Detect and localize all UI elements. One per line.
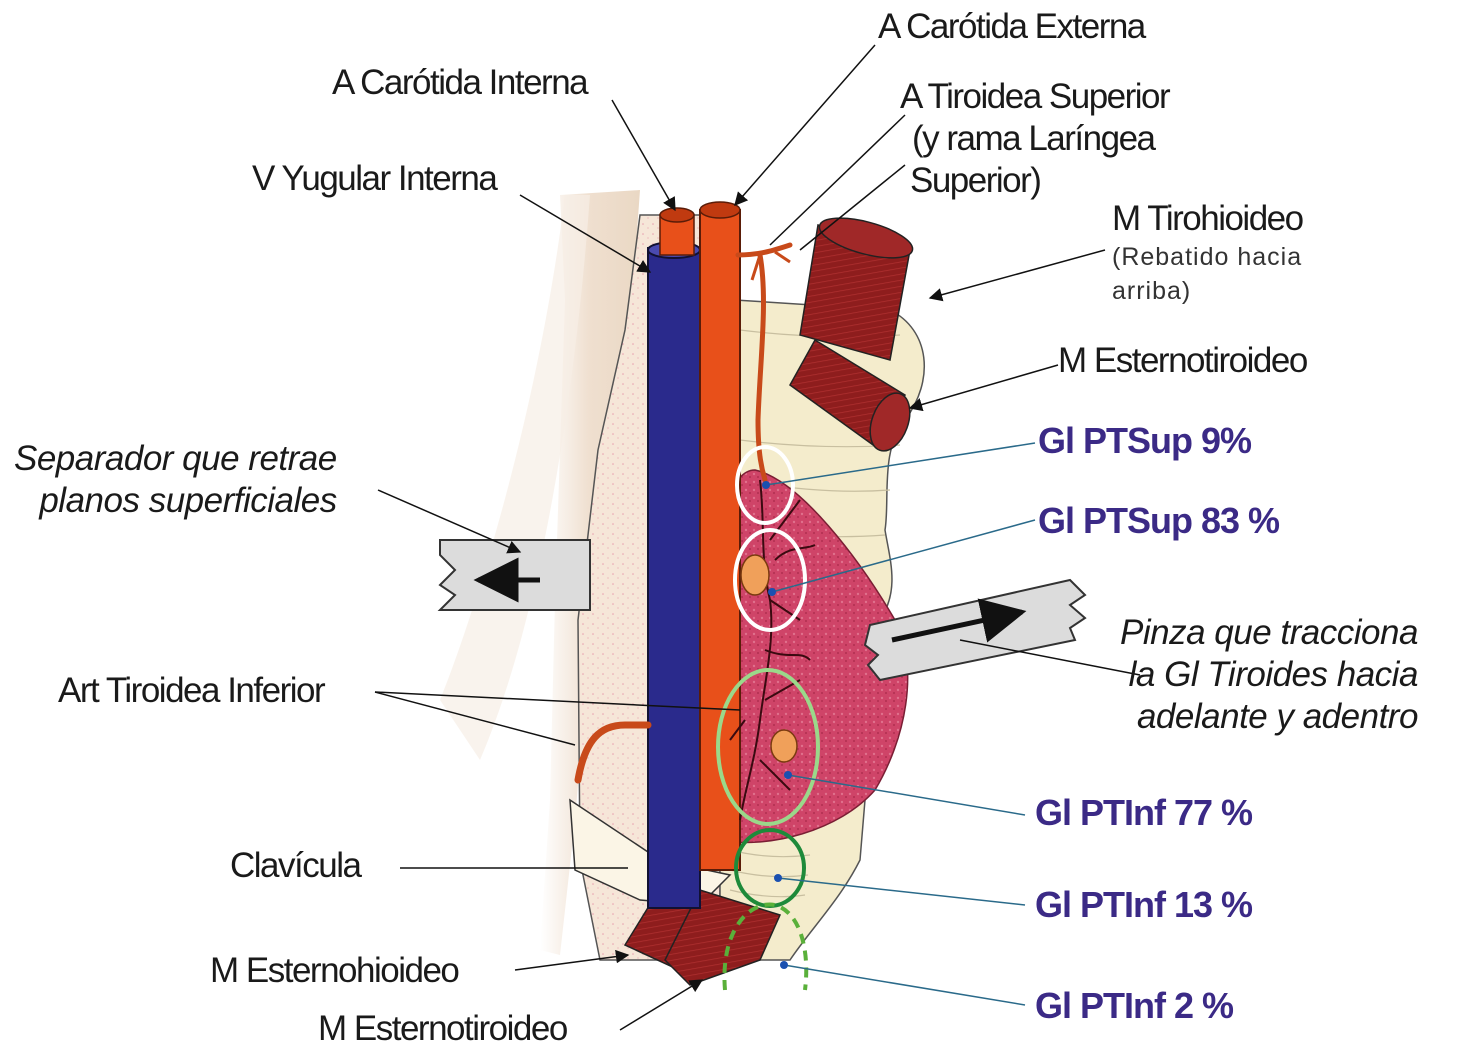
label-separador-line1: Separador que retrae: [14, 438, 337, 480]
label-tiroidea-superior: A Tiroidea Superior (y rama Laríngea Sup…: [900, 76, 1169, 202]
label-pinza: Pinza que tracciona la Gl Tiroides hacia…: [1120, 612, 1418, 738]
label-esternotiroideo-lower: M Esternotiroideo: [318, 1008, 567, 1050]
label-tirohioideo-note: (Rebatido hacia arriba): [1112, 241, 1302, 309]
internal-carotid-opening: [660, 208, 694, 222]
label-pinza-line2: la Gl Tiroides hacia: [1120, 654, 1418, 696]
label-tirohioideo-note-line2: arriba): [1112, 275, 1302, 309]
label-tiroidea-superior-line2: (y rama Laríngea: [912, 118, 1169, 160]
jugular-vein: [648, 248, 700, 908]
label-tiroidea-superior-line1: A Tiroidea Superior: [900, 76, 1169, 118]
label-carotida-interna: A Carótida Interna: [332, 62, 587, 104]
label-pinza-line1: Pinza que tracciona: [1120, 612, 1418, 654]
label-esternohioideo: M Esternohioideo: [210, 950, 458, 992]
gland-label-ptsup-83: Gl PTSup 83 %: [1038, 500, 1279, 542]
label-esternotiroideo-upper: M Esternotiroideo: [1058, 340, 1307, 382]
label-carotida-externa: A Carótida Externa: [878, 6, 1145, 48]
gland-label-ptinf-77: Gl PTInf 77 %: [1035, 792, 1252, 834]
label-separador: Separador que retrae planos superficiale…: [14, 438, 337, 522]
parathyroid-inferior-77: [771, 730, 797, 762]
label-pinza-line3: adelante y adentro: [1120, 696, 1418, 738]
gland-label-ptinf-13: Gl PTInf 13 %: [1035, 884, 1252, 926]
label-tiroidea-superior-line3: Superior): [910, 160, 1169, 202]
label-yugular-interna: V Yugular Interna: [252, 158, 496, 200]
forceps-tool: [865, 580, 1085, 680]
label-tirohioideo: M Tirohioideo: [1112, 198, 1303, 240]
parathyroid-superior-83: [741, 555, 769, 595]
label-tirohioideo-note-line1: (Rebatido hacia: [1112, 241, 1302, 275]
gland-label-ptinf-2: Gl PTInf 2 %: [1035, 985, 1233, 1027]
gland-label-ptsup-9: Gl PTSup 9%: [1038, 420, 1251, 462]
label-clavicula: Clavícula: [230, 845, 360, 887]
label-separador-line2: planos superficiales: [36, 480, 337, 522]
label-art-tiroidea-inferior: Art Tiroidea Inferior: [58, 670, 324, 712]
external-carotid-opening: [700, 202, 740, 218]
